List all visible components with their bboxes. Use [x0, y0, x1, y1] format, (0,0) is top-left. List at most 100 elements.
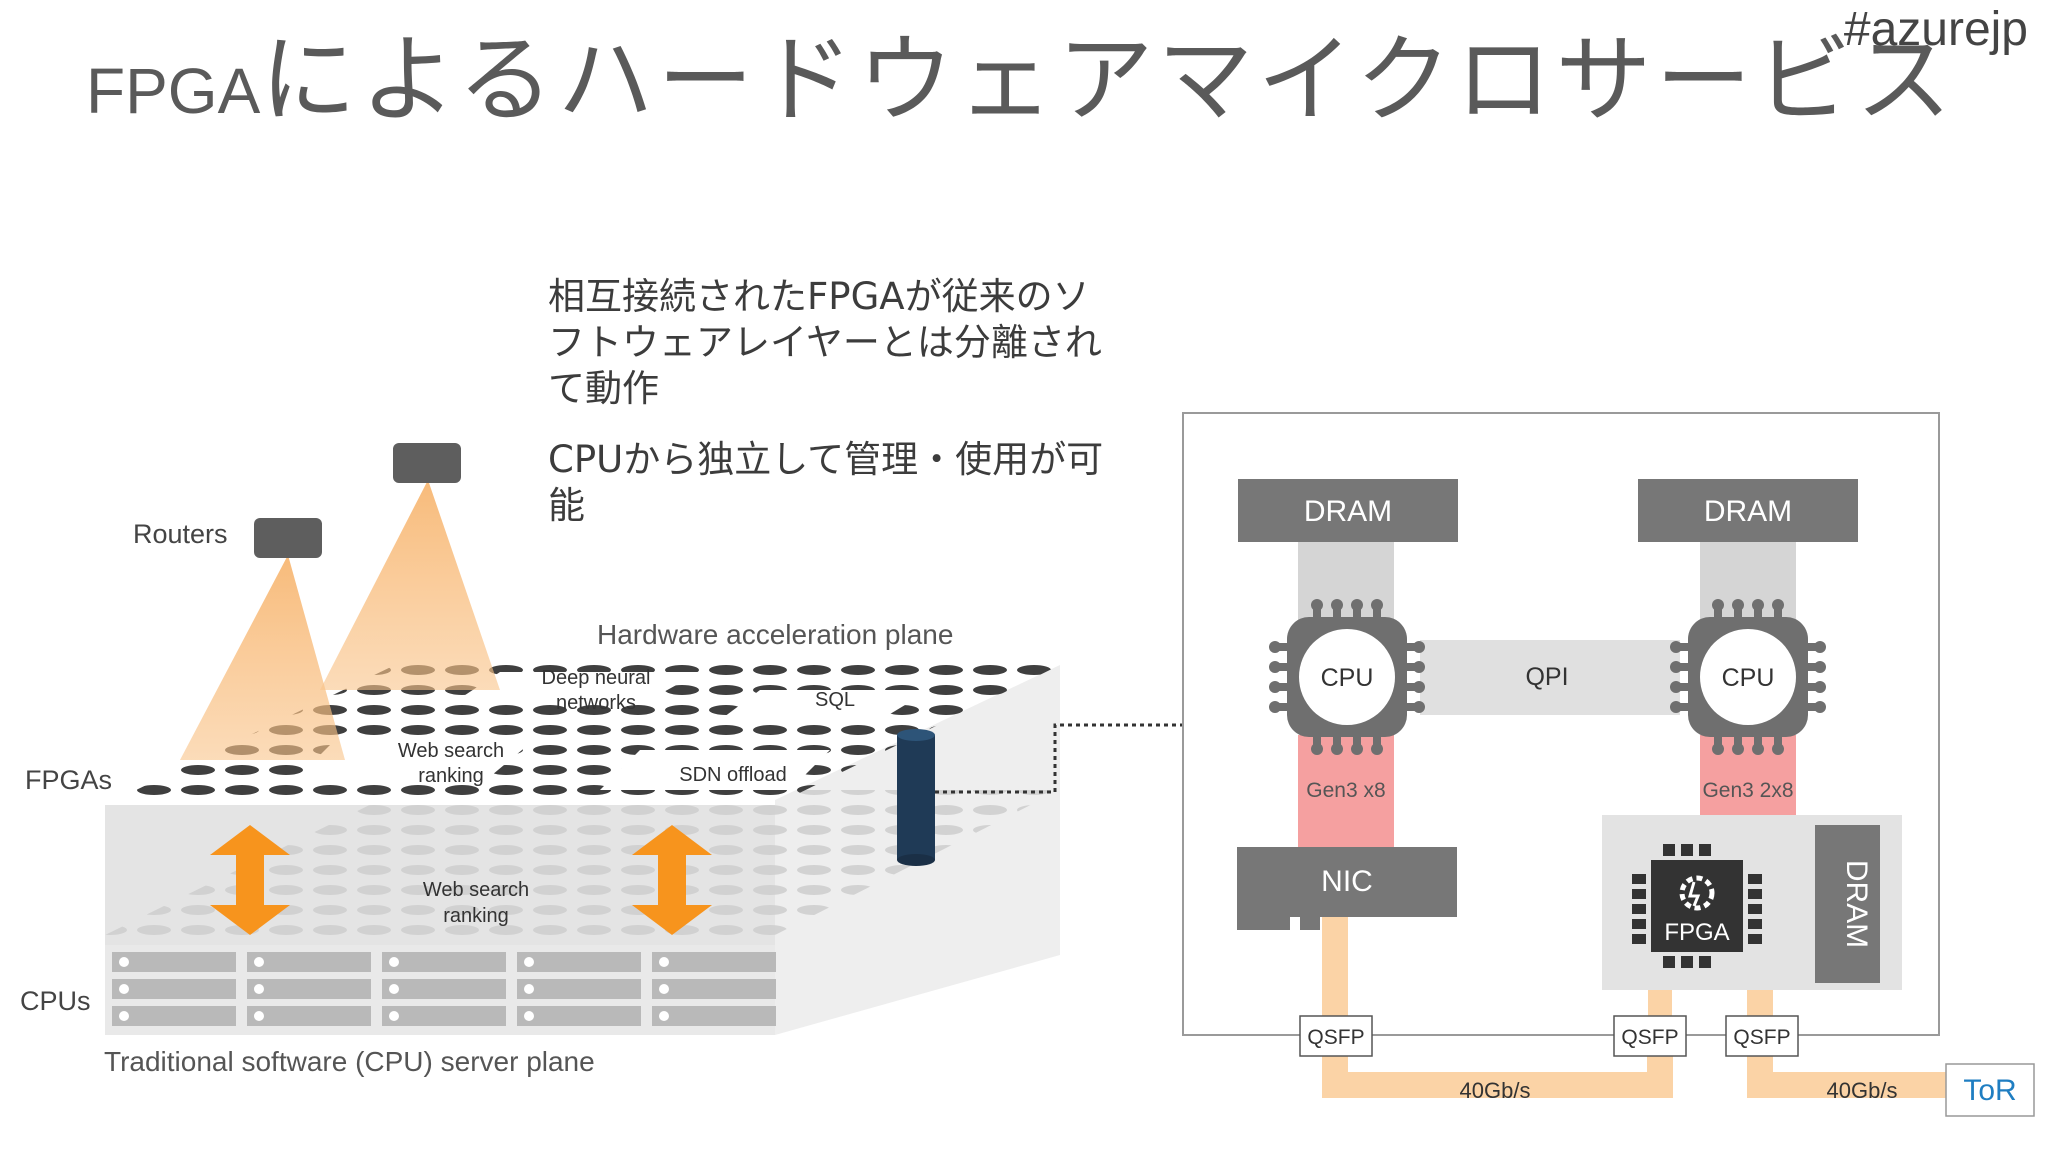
cpu-web-label-1: Web search — [423, 879, 529, 901]
server-blade — [112, 979, 236, 999]
nic-label: NIC — [1321, 865, 1373, 898]
blade-led — [389, 957, 399, 967]
link-fpga-stub — [1648, 990, 1672, 1020]
fpga-pin — [1681, 844, 1693, 856]
server-blade — [382, 979, 506, 999]
cpu-left-chip — [1269, 599, 1425, 755]
chip-pin — [1806, 643, 1818, 651]
web-label-2: ranking — [418, 765, 484, 787]
server-blade — [112, 1006, 236, 1026]
server-blade — [382, 952, 506, 972]
server-blade — [382, 1006, 506, 1026]
dram-left-label: DRAM — [1304, 495, 1392, 528]
fpga-pin — [1632, 904, 1646, 914]
blade-led — [389, 984, 399, 994]
blade-led — [254, 984, 264, 994]
chip-pin — [1714, 607, 1722, 619]
slide-title: FPGAによるハードウェアマイクロサービス — [86, 27, 1955, 134]
router-beam-2 — [320, 480, 500, 690]
cpu-left-label: CPU — [1321, 664, 1374, 692]
routers-label: Routers — [133, 519, 228, 549]
blade-led — [524, 957, 534, 967]
fpga-pin — [1748, 874, 1762, 884]
chip-pin — [1754, 607, 1762, 619]
fpga-pin — [1699, 956, 1711, 968]
hashtag: #azurejp — [1843, 3, 2028, 56]
router-1 — [254, 518, 322, 558]
fpga-pin — [1748, 889, 1762, 899]
cpu-right-label: CPU — [1722, 664, 1775, 692]
fpga-pin — [1699, 844, 1711, 856]
qsfp-2-label: QSFP — [1621, 1026, 1678, 1049]
server-blade — [652, 979, 776, 999]
bullet-2: CPUから独立して管理・使用が可能 — [548, 437, 1118, 529]
chip-pin — [1806, 703, 1818, 711]
region-sdn — [600, 750, 830, 790]
fpga-pin — [1748, 904, 1762, 914]
cpu-web-label-2: ranking — [443, 905, 509, 927]
region-sql — [720, 690, 930, 720]
fpga-pin — [1663, 844, 1675, 856]
chip-pin — [1405, 703, 1417, 711]
chip-pin — [1678, 683, 1690, 691]
speed-2-label: 40Gb/s — [1827, 1078, 1898, 1103]
server-blade — [112, 952, 236, 972]
gear-icon — [1679, 875, 1715, 911]
fpga-dram — [1815, 825, 1880, 983]
chip-pin — [1774, 607, 1782, 619]
hw-plane-label: Hardware acceleration plane — [597, 619, 953, 650]
server-blades — [112, 952, 776, 1026]
dram-left — [1238, 479, 1458, 542]
gen-left-label: Gen3 x8 — [1306, 779, 1385, 802]
qsfp-box-1 — [1299, 1015, 1373, 1057]
blade-led — [389, 1011, 399, 1021]
bullet-1-text: 相互接続されたFPGAが従来のソフトウェアレイヤーとは分離されて動作 — [548, 275, 1102, 410]
switch-cylinder — [897, 729, 935, 866]
dotted-connector — [935, 723, 1183, 794]
blade-led — [254, 957, 264, 967]
blade-led — [119, 957, 129, 967]
fpga-pin — [1663, 956, 1675, 968]
fpga-pin — [1748, 934, 1762, 944]
chip-pin — [1678, 643, 1690, 651]
cpus-label: CPUs — [20, 986, 91, 1016]
fpga-pin — [1632, 934, 1646, 944]
qpi-link — [1420, 640, 1680, 715]
region-web — [290, 735, 540, 785]
chip-pin — [1333, 607, 1341, 619]
dnn-label-2: networks — [556, 692, 636, 714]
dnn-label-1: Deep neural — [542, 667, 651, 689]
title-rest: によるハードウェアマイクロサービス — [260, 24, 1956, 136]
router-beam-1 — [180, 555, 345, 760]
speed-1-label: 40Gb/s — [1460, 1078, 1531, 1103]
server-blade — [247, 1006, 371, 1026]
fpga-pin — [1748, 919, 1762, 929]
fpga-pin — [1632, 919, 1646, 929]
web-label-1: Web search — [398, 740, 504, 762]
chip-pin — [1806, 663, 1818, 671]
server-blade — [517, 1006, 641, 1026]
chip-pin — [1353, 735, 1361, 747]
qsfp-3-label: QSFP — [1733, 1026, 1790, 1049]
nic-bracket — [1237, 917, 1290, 930]
chip-pin — [1277, 663, 1289, 671]
blade-led — [254, 1011, 264, 1021]
bullet-2-text: CPUから独立して管理・使用が可能 — [548, 438, 1104, 527]
fpga-dram-label: DRAM — [1840, 860, 1873, 948]
blade-led — [524, 1011, 534, 1021]
chip-pin — [1405, 683, 1417, 691]
nic-tab — [1300, 917, 1320, 930]
chip-pin — [1373, 607, 1381, 619]
middle-plane — [105, 790, 1060, 935]
server-blade — [247, 979, 371, 999]
qsfp-box-2 — [1613, 1015, 1687, 1057]
chip-pin — [1405, 663, 1417, 671]
nic-card — [1237, 847, 1457, 917]
blade-led — [659, 984, 669, 994]
qsfp-box-3 — [1725, 1015, 1799, 1057]
fpga-label: FPGA — [1664, 919, 1729, 946]
title-prefix: FPGA — [86, 55, 261, 127]
chip-pin — [1277, 643, 1289, 651]
arrow-right — [632, 825, 712, 935]
